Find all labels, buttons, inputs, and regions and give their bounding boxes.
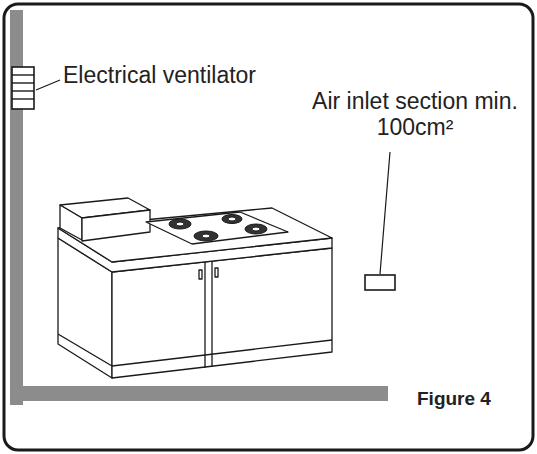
floor — [10, 386, 388, 401]
kitchen-counter — [58, 198, 332, 378]
hob-burners — [169, 215, 267, 242]
figure-caption: Figure 4 — [415, 388, 493, 410]
inlet-label: Air inlet section min. 100cm² — [300, 88, 530, 141]
leader-line — [36, 80, 60, 90]
leader-line — [380, 152, 390, 274]
electrical-ventilator — [12, 67, 34, 109]
figure-frame — [4, 4, 533, 450]
part-label: Electrical ventilator — [63, 62, 256, 88]
air-inlet — [365, 275, 395, 290]
